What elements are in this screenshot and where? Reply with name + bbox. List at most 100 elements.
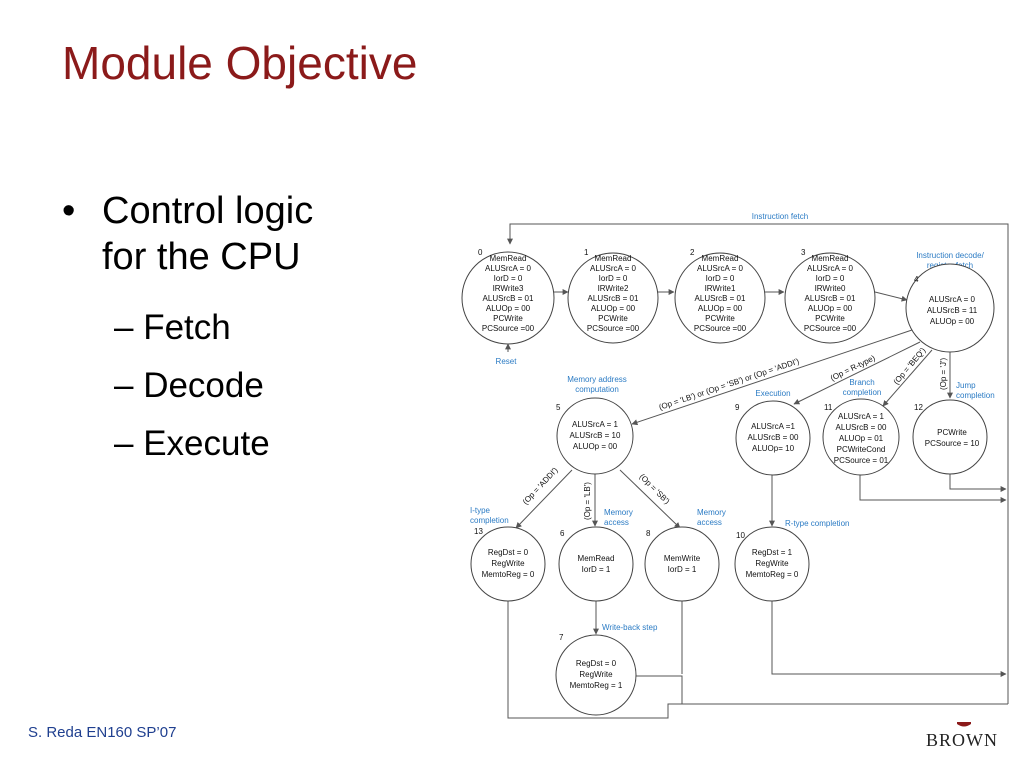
memory-access-b-label-line2: access	[697, 518, 722, 527]
state-signal: IorD = 0	[599, 274, 628, 283]
state-signal: MemRead	[702, 254, 739, 263]
state-2: 2 MemRead ALUSrcA = 0 IorD = 0 IRWrite1 …	[674, 248, 766, 344]
memory-access-label-line1: Memory	[604, 508, 633, 517]
condition-to-13: (Op = 'ADDI')	[521, 465, 560, 506]
state-signal: ALUSrcB = 01	[805, 294, 856, 303]
state-signal: ALUSrcB = 10	[570, 431, 621, 440]
state-signal: ALUOp = 00	[808, 304, 853, 313]
memory-address-label-line2: computation	[575, 385, 619, 394]
state-signal: RegWrite	[755, 559, 789, 568]
state-signal: IRWrite0	[815, 284, 846, 293]
state-signal: RegWrite	[579, 670, 613, 679]
arrow-5-to-8	[619, 469, 681, 529]
state-signal: IorD = 0	[706, 274, 735, 283]
state-signal: ALUSrcA = 0	[590, 264, 637, 273]
itype-completion-label-line1: I-type	[470, 506, 491, 515]
return-line-11	[859, 474, 1007, 503]
return-line-7	[636, 675, 683, 704]
state-number: 8	[646, 529, 651, 538]
memory-address-label-line1: Memory address	[567, 375, 627, 384]
sub-bullet-execute: – Execute	[114, 424, 270, 463]
arrow-4-to-5	[631, 329, 913, 426]
state-signal: MemtoReg = 0	[482, 570, 535, 579]
state-signal: PCSource = 01	[834, 456, 889, 465]
arrow-5-to-13	[515, 469, 573, 529]
sub-bullet-fetch: – Fetch	[114, 308, 231, 347]
state-signal: RegDst = 0	[576, 659, 617, 668]
state-5: 5 ALUSrcA = 1 ALUSrcB = 10 ALUOp = 00	[556, 397, 634, 475]
state-0: 0 MemRead ALUSrcA = 0 IorD = 0 IRWrite3 …	[461, 248, 555, 345]
state-signal: ALUSrcA = 0	[485, 264, 532, 273]
state-signal: PCWriteCond	[837, 445, 886, 454]
state-4: 4 ALUSrcA = 0 ALUSrcB = 11 ALUOp = 00	[905, 263, 995, 353]
state-number: 0	[478, 248, 483, 257]
state-signal: ALUSrcA = 1	[572, 420, 619, 429]
state-signal: RegWrite	[491, 559, 525, 568]
state-number: 10	[736, 531, 745, 540]
condition-to-6: (Op = 'LB')	[583, 482, 592, 520]
state-signal: ALUSrcB = 00	[748, 433, 799, 442]
shield-icon	[957, 722, 971, 727]
state-number: 11	[824, 403, 833, 412]
sub-bullet-decode: – Decode	[114, 366, 264, 405]
condition-to-8: (Op = 'SB')	[638, 472, 672, 506]
arrow-4-to-11	[882, 349, 933, 407]
state-signal: PCSource =00	[694, 324, 747, 333]
itype-completion-label-line2: completion	[470, 516, 509, 525]
state-signal: ALUOp = 00	[698, 304, 743, 313]
state-signal: ALUOp= 10	[752, 444, 795, 453]
bullet-text: Control logic	[102, 190, 314, 232]
reset-label: Reset	[496, 357, 518, 366]
state-number: 1	[584, 248, 589, 257]
state-signal: ALUSrcA = 0	[697, 264, 744, 273]
state-signal: IorD = 0	[816, 274, 845, 283]
state-signal: MemRead	[578, 554, 615, 563]
state-signal: ALUSrcB = 11	[927, 306, 978, 315]
state-signal: ALUSrcB = 01	[483, 294, 534, 303]
bullet-text: for the CPU	[102, 236, 301, 278]
state-signal: PCWrite	[493, 314, 523, 323]
state-number: 5	[556, 403, 561, 412]
state-11: 11 ALUSrcA = 1 ALUSrcB = 00 ALUOp = 01 P…	[822, 398, 900, 476]
state-signal: PCWrite	[705, 314, 735, 323]
fsm-diagram: Instruction fetch Reset Instruction deco…	[461, 212, 1009, 719]
state-13: 13 RegDst = 0 RegWrite MemtoReg = 0	[470, 526, 546, 602]
rtype-completion-label: R-type completion	[785, 519, 849, 528]
footer-course-label: S. Reda EN160 SP’07	[28, 724, 177, 741]
state-signal: RegDst = 1	[752, 548, 793, 557]
execution-label: Execution	[755, 389, 790, 398]
return-line-12	[949, 474, 1007, 492]
state-signal: PCWrite	[937, 428, 967, 437]
state-signal: ALUOp = 00	[573, 442, 618, 451]
state-number: 13	[474, 527, 483, 536]
state-signal: IorD = 1	[582, 565, 611, 574]
state-signal: IorD = 1	[668, 565, 697, 574]
state-signal: ALUSrcA = 0	[807, 264, 854, 273]
state-signal: ALUSrcB = 01	[588, 294, 639, 303]
state-number: 7	[559, 633, 564, 642]
state-signal: ALUSrcA = 1	[838, 412, 885, 421]
return-line-13	[507, 600, 1008, 719]
state-signal: ALUSrcB = 00	[836, 423, 887, 432]
state-signal: IorD = 0	[494, 274, 523, 283]
state-signal: IRWrite3	[493, 284, 524, 293]
instruction-fetch-label: Instruction fetch	[752, 212, 808, 221]
state-signal: IRWrite2	[598, 284, 629, 293]
state-signal: RegDst = 0	[488, 548, 529, 557]
state-signal: MemWrite	[664, 554, 701, 563]
bullet-dot-icon: •	[62, 190, 76, 232]
arrow-4-to-9	[793, 341, 921, 405]
state-signal: ALUOp = 00	[591, 304, 636, 313]
return-line-10	[771, 600, 1007, 677]
state-signal: ALUSrcB = 01	[695, 294, 746, 303]
memory-access-label-line2: access	[604, 518, 629, 527]
state-number: 2	[690, 248, 695, 257]
condition-to-12: (Op = 'J')	[939, 357, 948, 390]
state-signal: PCWrite	[815, 314, 845, 323]
state-signal: ALUOp = 00	[486, 304, 531, 313]
state-number: 3	[801, 248, 806, 257]
state-3: 3 MemRead ALUSrcA = 0 IorD = 0 IRWrite0 …	[784, 248, 876, 344]
state-signal: IRWrite1	[705, 284, 736, 293]
state-signal: ALUOp = 01	[839, 434, 884, 443]
condition-to-11: (Op = 'BEQ')	[892, 346, 928, 387]
